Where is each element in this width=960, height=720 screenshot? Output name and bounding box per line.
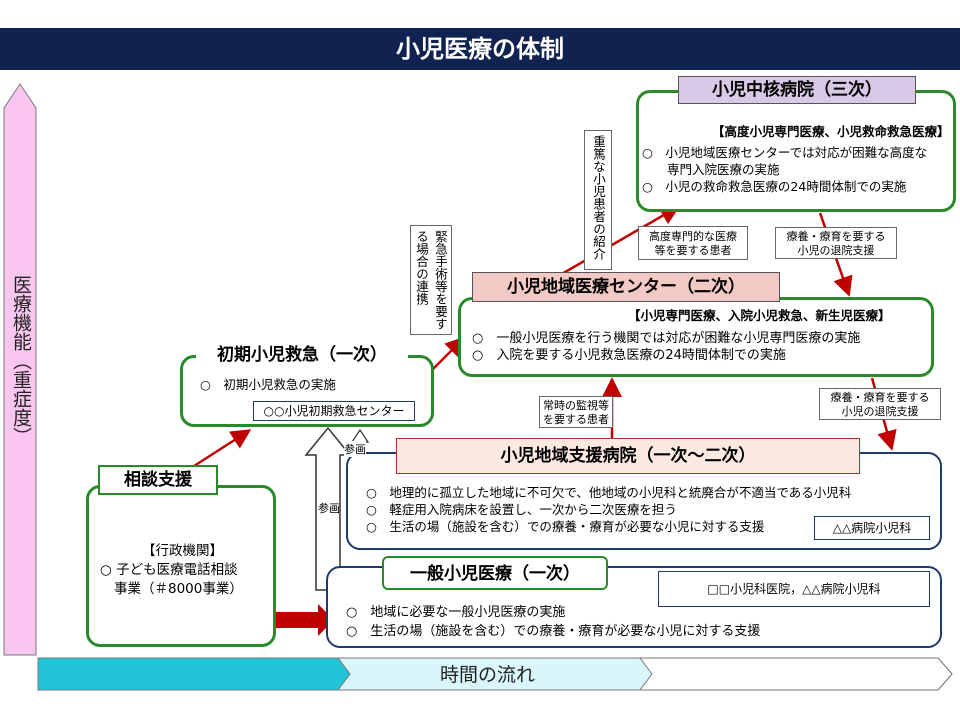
arrow-consult-to-general — [268, 604, 334, 636]
general-item: ○ 地域に必要な一般小児医療の実施 — [346, 605, 566, 620]
secondary-center-box — [458, 297, 934, 377]
tertiary-items: ○ 小児地域医療センターでは対応が困難な高度な 専門入院医療の実施 ○ 小児の救… — [642, 144, 927, 195]
initial-emergency-title: 初期小児救急（一次） — [196, 341, 408, 369]
consultation-item: ○ 子ども医療電話相談 — [100, 562, 238, 578]
time-axis-arrow-cyan — [37, 657, 353, 691]
tertiary-hospital-box — [636, 90, 956, 212]
secondary-item: ○ 入院を要する小児救急医療の24時間体制での実施 — [472, 348, 786, 363]
note-emergency-surgery-text: 緊急手術等を要する場合の連携 — [414, 230, 448, 330]
consultation-item: 【行政機関】 — [142, 543, 223, 559]
note-monitoring-line: を要する患者 — [543, 413, 609, 426]
tertiary-item: 専門入院医療の実施 — [642, 162, 780, 177]
severity-axis-label: 医療機能（重症度） — [10, 275, 32, 446]
general-items: ○ 地域に必要な一般小児医療の実施 ○ 生活の場（施設を含む）での療養・療育が必… — [346, 603, 760, 641]
page-title: 小児医療の体制 — [0, 28, 960, 70]
regional-support-title: 小児地域支援病院（一次～二次） — [396, 438, 860, 474]
note-advanced-care: 高度専門的な医療 等を要する患者 — [638, 226, 748, 260]
regional-support-items: ○ 地理的に孤立した地域に不可欠で、他地域の小児科と統廃合が不適当である小児科 … — [366, 484, 851, 535]
consultation-item: 事業（＃8000事業） — [114, 581, 243, 597]
note-discharge-line: 療養・療育を要する — [830, 391, 930, 404]
participation-label-top: 参画 — [344, 441, 366, 457]
regional-support-item: ○ 軽症用入院病床を設置し、一次から二次医療を担う — [366, 502, 677, 517]
initial-emergency-item: ○ 初期小児救急の実施 — [200, 377, 336, 392]
note-severe-referral: 重篤な小児患者の紹介 — [584, 130, 612, 270]
note-discharge-line: 小児の退院支援 — [797, 244, 875, 257]
regional-support-example: △△病院小児科 — [814, 516, 930, 540]
time-axis-arrow-tail — [639, 657, 953, 691]
tertiary-title: 小児中核病院（三次） — [678, 76, 916, 104]
note-constant-monitoring: 常時の監視等 を要する患者 — [539, 396, 613, 428]
note-discharge-support-mid: 療養・療育を要する 小児の退院支援 — [819, 388, 941, 420]
secondary-items: ○ 一般小児医療を行う機関では対応が困難な小児専門医療の実施 ○ 入院を要する小… — [472, 330, 860, 364]
general-item: ○ 生活の場（施設を含む）での療養・療育が必要な小児に対する支援 — [346, 624, 761, 639]
consultation-items: 【行政機関】 ○ 子ども医療電話相談 事業（＃8000事業） — [100, 542, 243, 599]
consultation-title: 相談支援 — [98, 465, 218, 495]
consultation-support-box — [86, 485, 276, 647]
tertiary-item: ○ 小児の救命救急医療の24時間体制での実施 — [642, 179, 907, 194]
tertiary-item: ○ 小児地域医療センターでは対応が困難な高度な — [642, 145, 928, 160]
time-axis-label: 時間の流れ — [440, 664, 536, 686]
secondary-title: 小児地域医療センター（二次） — [472, 272, 780, 302]
note-discharge-line: 療養・療育を要する — [786, 230, 886, 243]
note-discharge-line: 小児の退院支援 — [841, 405, 919, 418]
note-discharge-support-top: 療養・療育を要する 小児の退院支援 — [775, 227, 897, 259]
note-advanced-care-line: 等を要する患者 — [654, 244, 732, 257]
note-emergency-surgery: 緊急手術等を要する場合の連携 — [410, 225, 452, 335]
initial-emergency-example: ○○小児初期救急センター — [253, 401, 415, 421]
tertiary-subtitle: 【高度小児専門医療、小児救命救急医療】 — [712, 124, 950, 139]
general-example: □□小児科医院，△△病院小児科 — [658, 571, 930, 607]
secondary-item: ○ 一般小児医療を行う機関では対応が困難な小児専門医療の実施 — [472, 331, 861, 346]
regional-support-item: ○ 生活の場（施設を含む）での療養・療育が必要な小児に対する支援 — [366, 519, 765, 534]
general-title: 一般小児医療（一次） — [382, 556, 608, 590]
participation-label-side: 参画 — [318, 502, 340, 515]
note-advanced-care-line: 高度専門的な医療 — [649, 230, 737, 243]
secondary-subtitle: 【小児専門医療、入院小児救急、新生児医療】 — [628, 308, 891, 323]
regional-support-item: ○ 地理的に孤立した地域に不可欠で、他地域の小児科と統廃合が不適当である小児科 — [366, 485, 852, 500]
time-axis-arrow-light — [337, 657, 953, 691]
note-monitoring-line: 常時の監視等 — [543, 399, 609, 412]
